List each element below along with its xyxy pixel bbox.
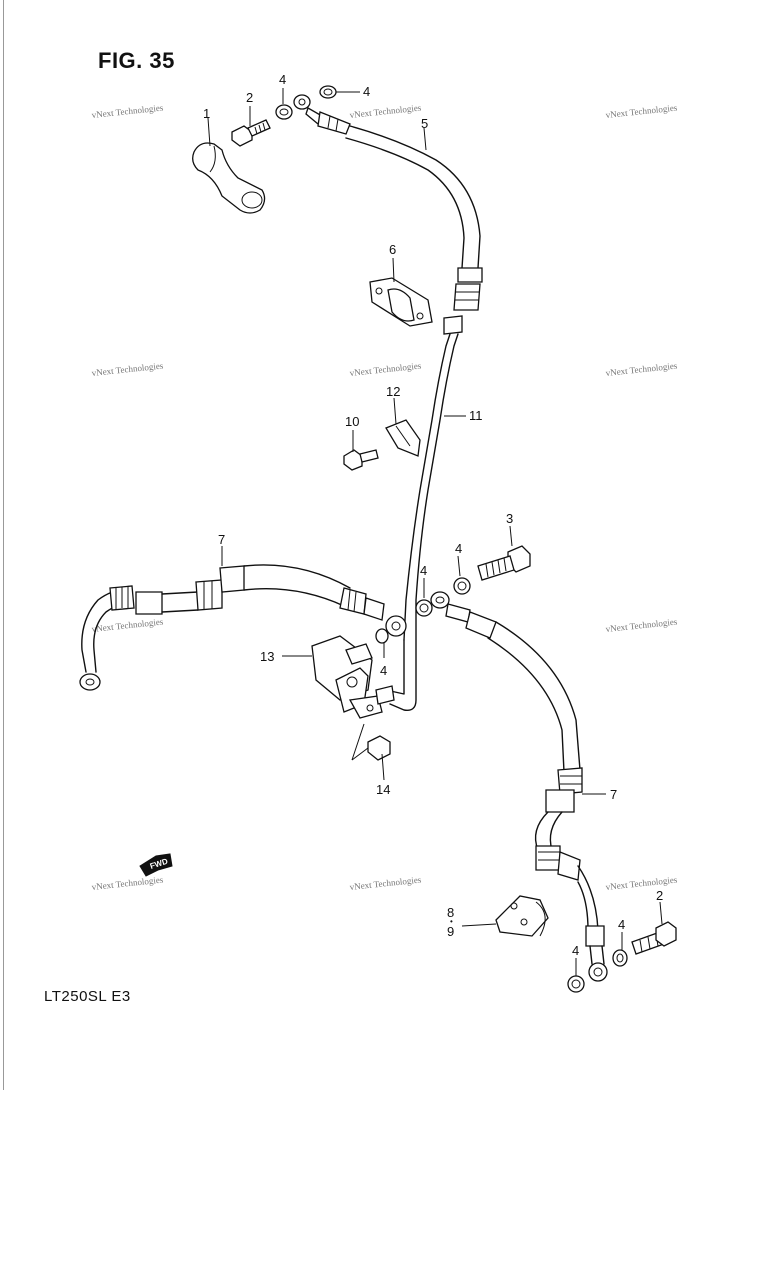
callout-2: 2 (246, 90, 253, 105)
watermark: vNext Technologies (349, 102, 422, 120)
callout-4: 4 (455, 541, 462, 556)
watermark: vNext Technologies (91, 102, 164, 120)
callout-1: 1 (203, 106, 210, 121)
watermark: vNext Technologies (605, 360, 678, 378)
callout-7: 7 (218, 532, 225, 547)
svg-text:•: • (450, 917, 453, 926)
washer-bottom-left (567, 975, 585, 993)
part-6-clamp (369, 277, 433, 327)
callout-11: 11 (469, 408, 483, 423)
callouts: 1 2 4 4 5 6 11 12 10 3 7 4 4 13 4 14 7 8… (203, 72, 663, 958)
washer-top-right (319, 85, 337, 99)
callout-5: 5 (421, 116, 428, 131)
washer-top-left (275, 104, 293, 120)
part-11-brake-pipe (385, 315, 463, 711)
callout-7: 7 (610, 787, 617, 802)
watermark: vNext Technologies (91, 616, 164, 634)
watermark: vNext Technologies (605, 874, 678, 892)
leader-lines (207, 88, 663, 976)
callout-3: 3 (506, 511, 513, 526)
part-13-junction (311, 628, 395, 719)
callout-14: 14 (376, 782, 390, 797)
part-3-banjo-bolt (477, 545, 531, 581)
part-14-bolt (351, 723, 391, 761)
callout-8: 8 (447, 905, 454, 920)
part-7-right-hose (430, 591, 608, 982)
fwd-arrow-icon: FWD (139, 853, 173, 877)
part-8-9-bracket (495, 895, 549, 937)
model-label: LT250SL E3 (44, 988, 131, 1005)
part-5-upper-hose (293, 94, 483, 311)
callout-4: 4 (618, 917, 625, 932)
washer-mid-2 (415, 599, 433, 617)
watermark: vNext Technologies (349, 360, 422, 378)
callout-4: 4 (572, 943, 579, 958)
figure-title: FIG. 35 (98, 48, 175, 73)
watermark: vNext Technologies (349, 874, 422, 892)
watermark: vNext Technologies (605, 102, 678, 120)
callout-4: 4 (420, 563, 427, 578)
watermarks: vNext Technologies vNext Technologies vN… (91, 102, 678, 892)
callout-13: 13 (260, 649, 274, 664)
washer-bottom-right (612, 949, 628, 967)
page-edge-line (3, 0, 4, 1090)
watermark: vNext Technologies (605, 616, 678, 634)
part-1-cover (192, 142, 266, 214)
callout-9: 9 (447, 924, 454, 939)
part-12-pipe-clamp (385, 419, 421, 457)
callout-4: 4 (363, 84, 370, 99)
part-2-bolt-top (231, 119, 271, 147)
callout-6: 6 (389, 242, 396, 257)
watermark: vNext Technologies (91, 360, 164, 378)
callout-12: 12 (386, 384, 400, 399)
callout-2: 2 (656, 888, 663, 903)
part-7-left-hose (79, 564, 407, 691)
callout-4: 4 (380, 663, 387, 678)
callout-4: 4 (279, 72, 286, 87)
watermark: vNext Technologies (91, 874, 164, 892)
part-10-bolt (343, 449, 379, 471)
part-2-bolt-bottom (631, 921, 677, 955)
washer-mid-1 (453, 577, 471, 595)
callout-10: 10 (345, 414, 359, 429)
